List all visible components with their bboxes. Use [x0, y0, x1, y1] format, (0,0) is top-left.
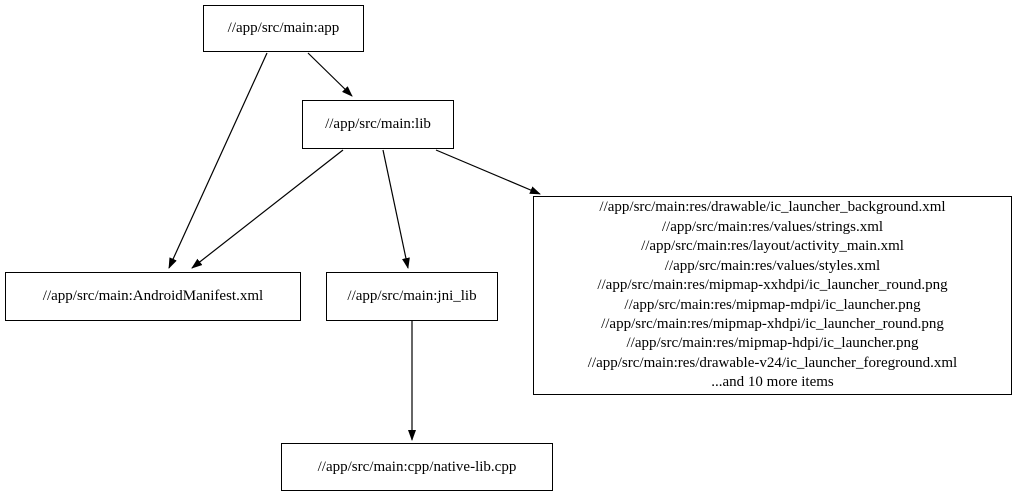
edge-lib-resources: [435, 149, 541, 195]
resource-item: //app/src/main:res/drawable/ic_launcher_…: [599, 199, 946, 216]
node-app: //app/src/main:app: [203, 5, 364, 52]
resource-item: //app/src/main:res/mipmap-hdpi/ic_launch…: [626, 335, 919, 352]
node-jni-lib-label: //app/src/main:jni_lib: [347, 288, 477, 305]
resource-item: //app/src/main:res/values/strings.xml: [661, 218, 884, 235]
node-android-manifest-label: //app/src/main:AndroidManifest.xml: [42, 288, 264, 305]
node-resources-list: //app/src/main:res/drawable/ic_launcher_…: [533, 196, 1012, 395]
resource-item: //app/src/main:res/mipmap-mdpi/ic_launch…: [624, 296, 921, 313]
node-jni-lib: //app/src/main:jni_lib: [326, 272, 498, 321]
edge-lib-manifest: [191, 149, 344, 269]
node-lib-label: //app/src/main:lib: [325, 116, 431, 133]
edge-lib-jni-lib: [382, 149, 410, 269]
node-lib: //app/src/main:lib: [302, 100, 454, 149]
resource-item: //app/src/main:res/mipmap-xxhdpi/ic_laun…: [597, 277, 948, 294]
node-native-lib-cpp: //app/src/main:cpp/native-lib.cpp: [281, 443, 553, 491]
node-android-manifest: //app/src/main:AndroidManifest.xml: [5, 272, 301, 321]
edge-app-lib: [307, 52, 353, 97]
resource-item: //app/src/main:res/mipmap-xhdpi/ic_launc…: [601, 315, 944, 332]
resource-more-items: ...and 10 more items: [711, 374, 834, 391]
node-native-lib-cpp-label: //app/src/main:cpp/native-lib.cpp: [317, 458, 517, 475]
resource-item: //app/src/main:res/layout/activity_main.…: [641, 238, 904, 255]
resource-item: //app/src/main:res/values/styles.xml: [664, 257, 881, 274]
node-app-label: //app/src/main:app: [227, 20, 340, 37]
resource-item: //app/src/main:res/drawable-v24/ic_launc…: [587, 354, 958, 371]
edge-app-manifest: [168, 52, 268, 269]
